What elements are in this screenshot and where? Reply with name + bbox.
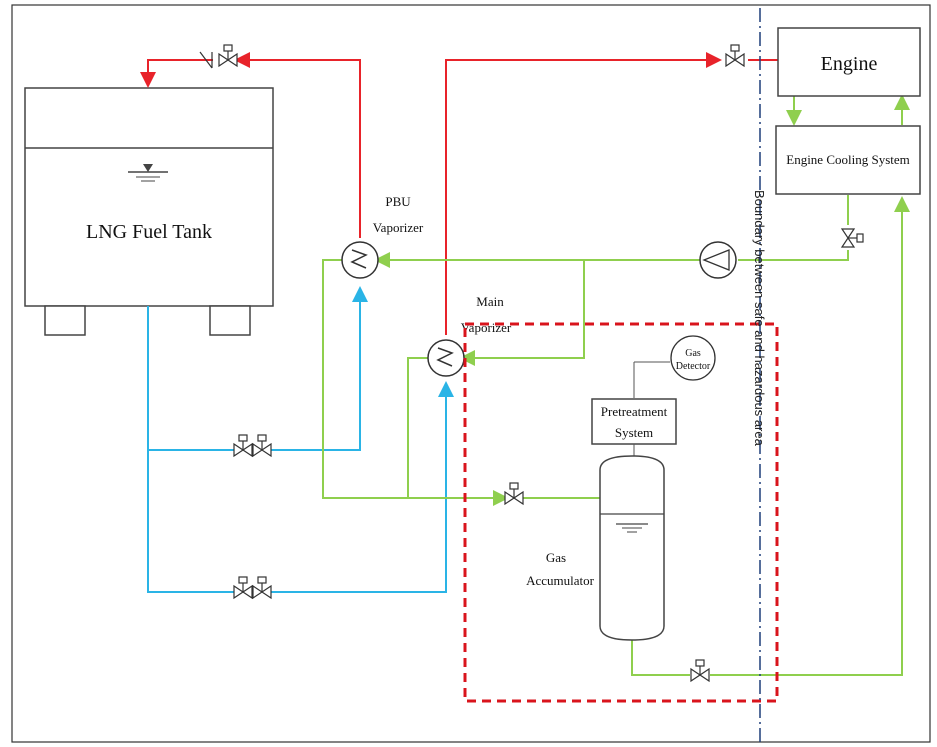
accumulator-label-line2: Accumulator — [526, 573, 595, 588]
glycol-lines — [322, 94, 910, 676]
valve-icon — [252, 434, 272, 457]
gas-lines — [140, 52, 778, 335]
valve-icon — [504, 482, 524, 505]
diagram-frame — [11, 4, 931, 743]
pbu-label-line2: Vaporizer — [373, 220, 424, 235]
gas-accumulator: Gas Accumulator — [526, 455, 665, 641]
gas-detector: Gas Detector — [633, 335, 716, 398]
valve-icon — [841, 228, 864, 248]
tank-support-right — [209, 305, 251, 336]
accumulator-label-line1: Gas — [546, 550, 566, 565]
engine-box: Engine — [777, 27, 921, 97]
pbu-vaporizer: PBU Vaporizer — [341, 194, 424, 279]
valve-icon — [218, 44, 238, 67]
lng-lines — [147, 286, 454, 593]
engine-cooling-system-box: Engine Cooling System — [775, 125, 921, 195]
detector-label-line1: Gas — [685, 348, 701, 359]
tank-label: LNG Fuel Tank — [86, 221, 212, 243]
valve-icon — [233, 576, 253, 599]
detector-label-line2: Detector — [676, 361, 711, 372]
cooling-label: Engine Cooling System — [786, 152, 910, 167]
valve-icon — [725, 44, 745, 67]
liquid-level-icon — [128, 164, 168, 182]
valve-icon — [233, 434, 253, 457]
valve-icon — [690, 659, 710, 682]
tank-support-left — [44, 305, 86, 336]
check-valve-icon — [199, 51, 213, 69]
liquid-level-icon — [616, 523, 648, 533]
valve-icon — [252, 576, 272, 599]
boundary-label: Boundary between safe and hazardous area — [752, 190, 767, 447]
pretreatment-system-box: Pretreatment System — [591, 398, 677, 458]
pbu-label-line1: PBU — [385, 194, 411, 209]
main-vaporizer: Main Vaporizer — [427, 294, 512, 377]
pretreat-label-line2: System — [615, 425, 653, 440]
lng-fuel-tank: LNG Fuel Tank — [24, 87, 274, 336]
main-label-line1: Main — [476, 294, 504, 309]
pump-icon — [699, 241, 737, 279]
hazardous-area-box — [463, 322, 779, 703]
engine-label: Engine — [821, 53, 878, 75]
pretreat-label-line1: Pretreatment — [601, 404, 668, 419]
main-label-line2: Vaporizer — [461, 320, 512, 335]
